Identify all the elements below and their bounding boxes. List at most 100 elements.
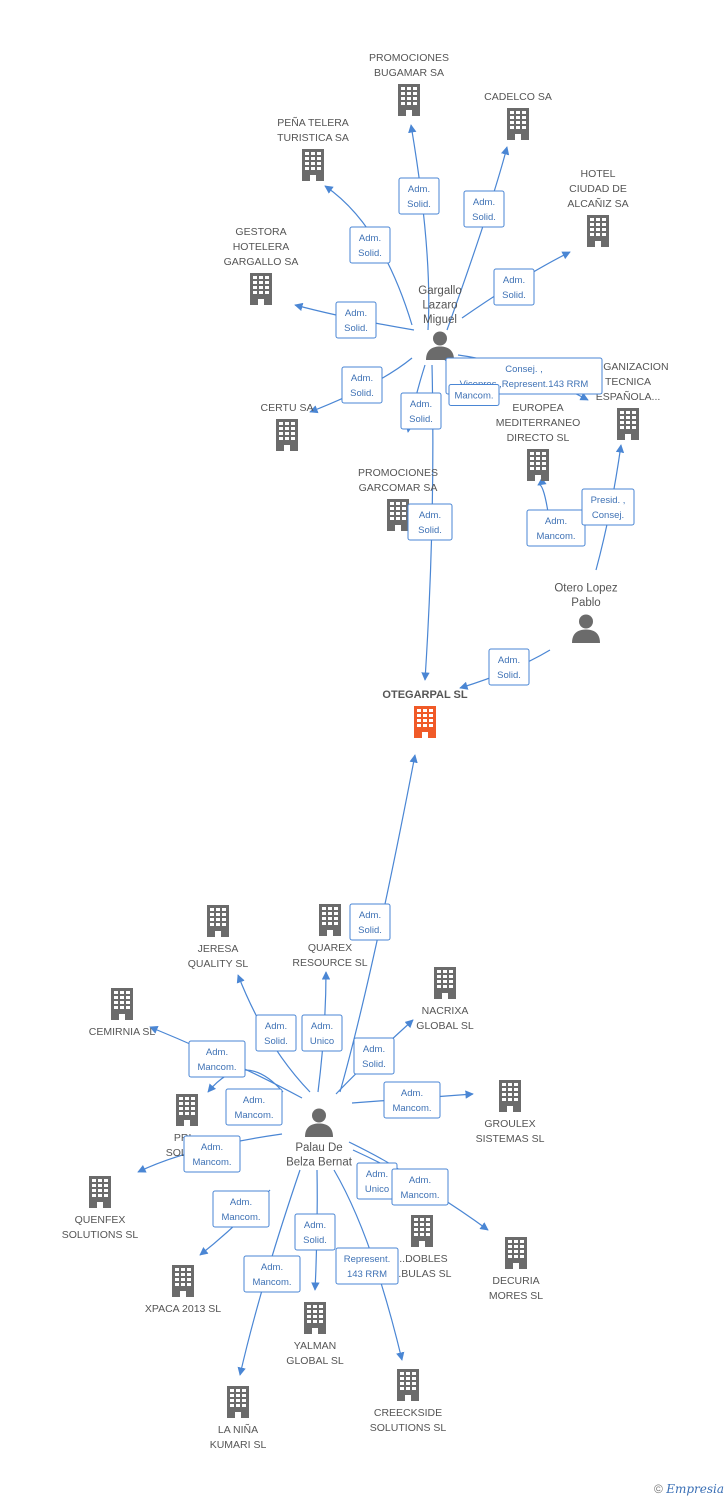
relation-label-text: Mancom. <box>536 531 575 542</box>
relation-label-p11[interactable]: Adm.Mancom. <box>212 1190 270 1228</box>
relation-label-p2[interactable]: Adm.Solid. <box>255 1014 297 1052</box>
relation-label-r3[interactable]: Adm.Solid. <box>349 226 391 264</box>
relation-label-text: Solid. <box>502 290 526 301</box>
relation-label-r1[interactable]: Adm.Solid. <box>398 177 440 215</box>
relation-label-text: Consej. , <box>505 364 543 375</box>
node-label: CERTU SA <box>261 402 314 414</box>
building-icon <box>434 967 456 999</box>
relation-label-text: Solid. <box>472 212 496 223</box>
relation-label-text: Adm. <box>409 1175 431 1186</box>
relation-label-p12[interactable]: Adm.Solid. <box>294 1213 336 1251</box>
relation-label-p14[interactable]: Adm.Mancom. <box>243 1255 301 1293</box>
node-label: HOTEL <box>580 168 615 180</box>
node-label: CADELCO SA <box>484 91 552 103</box>
node-label: Palau De <box>295 1142 342 1154</box>
relation-label-p1[interactable]: Adm. Solid. <box>349 903 391 941</box>
company-node-dobles[interactable]: ...DOBLES...BULAS SL <box>393 1215 452 1280</box>
relation-label-text: Adm. <box>498 655 520 666</box>
company-node-cemirnia[interactable]: CEMIRNIA SL <box>89 988 156 1038</box>
relation-label-r10[interactable]: Adm.Mancom. <box>526 509 586 547</box>
relation-label-r5[interactable]: Adm.Solid. <box>335 301 377 339</box>
node-label: Otero Lopez <box>554 583 618 595</box>
relation-edge <box>408 124 430 331</box>
node-label: XPACA 2013 SL <box>145 1303 221 1315</box>
relation-label-p8[interactable]: Adm.Mancom. <box>183 1135 241 1173</box>
relation-label-p10[interactable]: Adm.Mancom. <box>391 1168 449 1206</box>
relation-label-text: Adm. <box>345 308 367 319</box>
node-label: GROULEX <box>484 1118 535 1130</box>
node-label: Gargallo <box>418 285 461 297</box>
company-node-creeckside[interactable]: CREECKSIDE SOLUTIONS SL <box>370 1369 447 1434</box>
relation-label-text: Mancom. <box>392 1103 431 1114</box>
relation-label-text: Solid. <box>350 388 374 399</box>
footer-brand: © Empresia <box>654 1482 724 1496</box>
relation-label-text: Adm. <box>408 184 430 195</box>
relation-label-p3[interactable]: Adm.Unico <box>301 1014 343 1052</box>
relation-label-p4[interactable]: Adm.Solid. <box>353 1037 395 1075</box>
node-label: BUGAMAR SA <box>374 67 444 79</box>
company-node-certu[interactable]: CERTU SA <box>261 402 314 451</box>
node-label: ...BULAS SL <box>393 1268 452 1280</box>
company-node-otegarpal[interactable]: OTEGARPAL SL <box>382 689 468 738</box>
relation-label-text: Adm. <box>351 373 373 384</box>
relation-label-r11[interactable]: Presid. ,Consej. <box>581 488 635 526</box>
node-label: CREECKSIDE <box>374 1407 442 1419</box>
relation-label-text: Vicepres.,Represent.143 RRM <box>460 379 589 390</box>
relation-label-box <box>398 177 440 215</box>
relation-label-text: Adm. <box>359 233 381 244</box>
building-icon <box>111 988 133 1020</box>
relation-label-p13[interactable]: Represent.143 RRM <box>335 1247 399 1285</box>
relation-label-text: Solid. <box>409 414 433 425</box>
relation-label-p9[interactable]: Adm.Unico <box>356 1162 398 1200</box>
relation-label-r7[interactable]: Adm. Solid. <box>341 366 383 404</box>
relation-label-text: Solid. <box>358 925 382 936</box>
relation-label-text: Adm. <box>359 910 381 921</box>
relation-label-p7[interactable]: Adm.Mancom. <box>383 1081 441 1119</box>
relation-label-text: Adm. <box>265 1021 287 1032</box>
relation-label-r8[interactable]: Adm.Solid. <box>400 392 442 430</box>
relation-label-box <box>294 1213 336 1251</box>
node-label: KUMARI SL <box>210 1439 267 1451</box>
relation-label-box <box>188 1040 246 1078</box>
relation-label-text: Unico <box>310 1036 334 1047</box>
relation-label-box <box>526 509 586 547</box>
building-icon <box>207 905 229 937</box>
relation-label-box <box>212 1190 270 1228</box>
relation-label-text: Adm. <box>366 1169 388 1180</box>
node-label: SOLUTIONS SL <box>370 1422 447 1434</box>
relation-label-r4[interactable]: Adm.Solid. <box>493 268 535 306</box>
relation-label-r9[interactable]: Adm.Solid. <box>407 503 453 541</box>
relation-label-r2[interactable]: Adm.Solid. <box>463 190 505 228</box>
relation-label-text: Presid. , <box>591 495 626 506</box>
node-label: GLOBAL SL <box>286 1355 344 1367</box>
node-label: GARCOMAR SA <box>359 482 438 494</box>
relation-label-p6[interactable]: Adm.Mancom. <box>225 1088 283 1126</box>
relation-label-r6b[interactable]: Mancom. <box>448 384 500 406</box>
company-node-xpaca[interactable]: XPACA 2013 SL <box>145 1265 221 1315</box>
company-node-organizacion[interactable]: ORGANIZACIONTECNICAESPAÑOLA... <box>587 361 669 440</box>
node-label: ORGANIZACION <box>587 361 668 373</box>
company-node-cadelco[interactable]: CADELCO SA <box>484 91 552 140</box>
relation-label-text: Mancom. <box>192 1157 231 1168</box>
relation-label-r12[interactable]: Adm.Solid. <box>488 648 530 686</box>
relation-label-box <box>407 503 453 541</box>
relation-label-p5[interactable]: Adm.Mancom. <box>188 1040 246 1078</box>
relation-label-box <box>349 903 391 941</box>
